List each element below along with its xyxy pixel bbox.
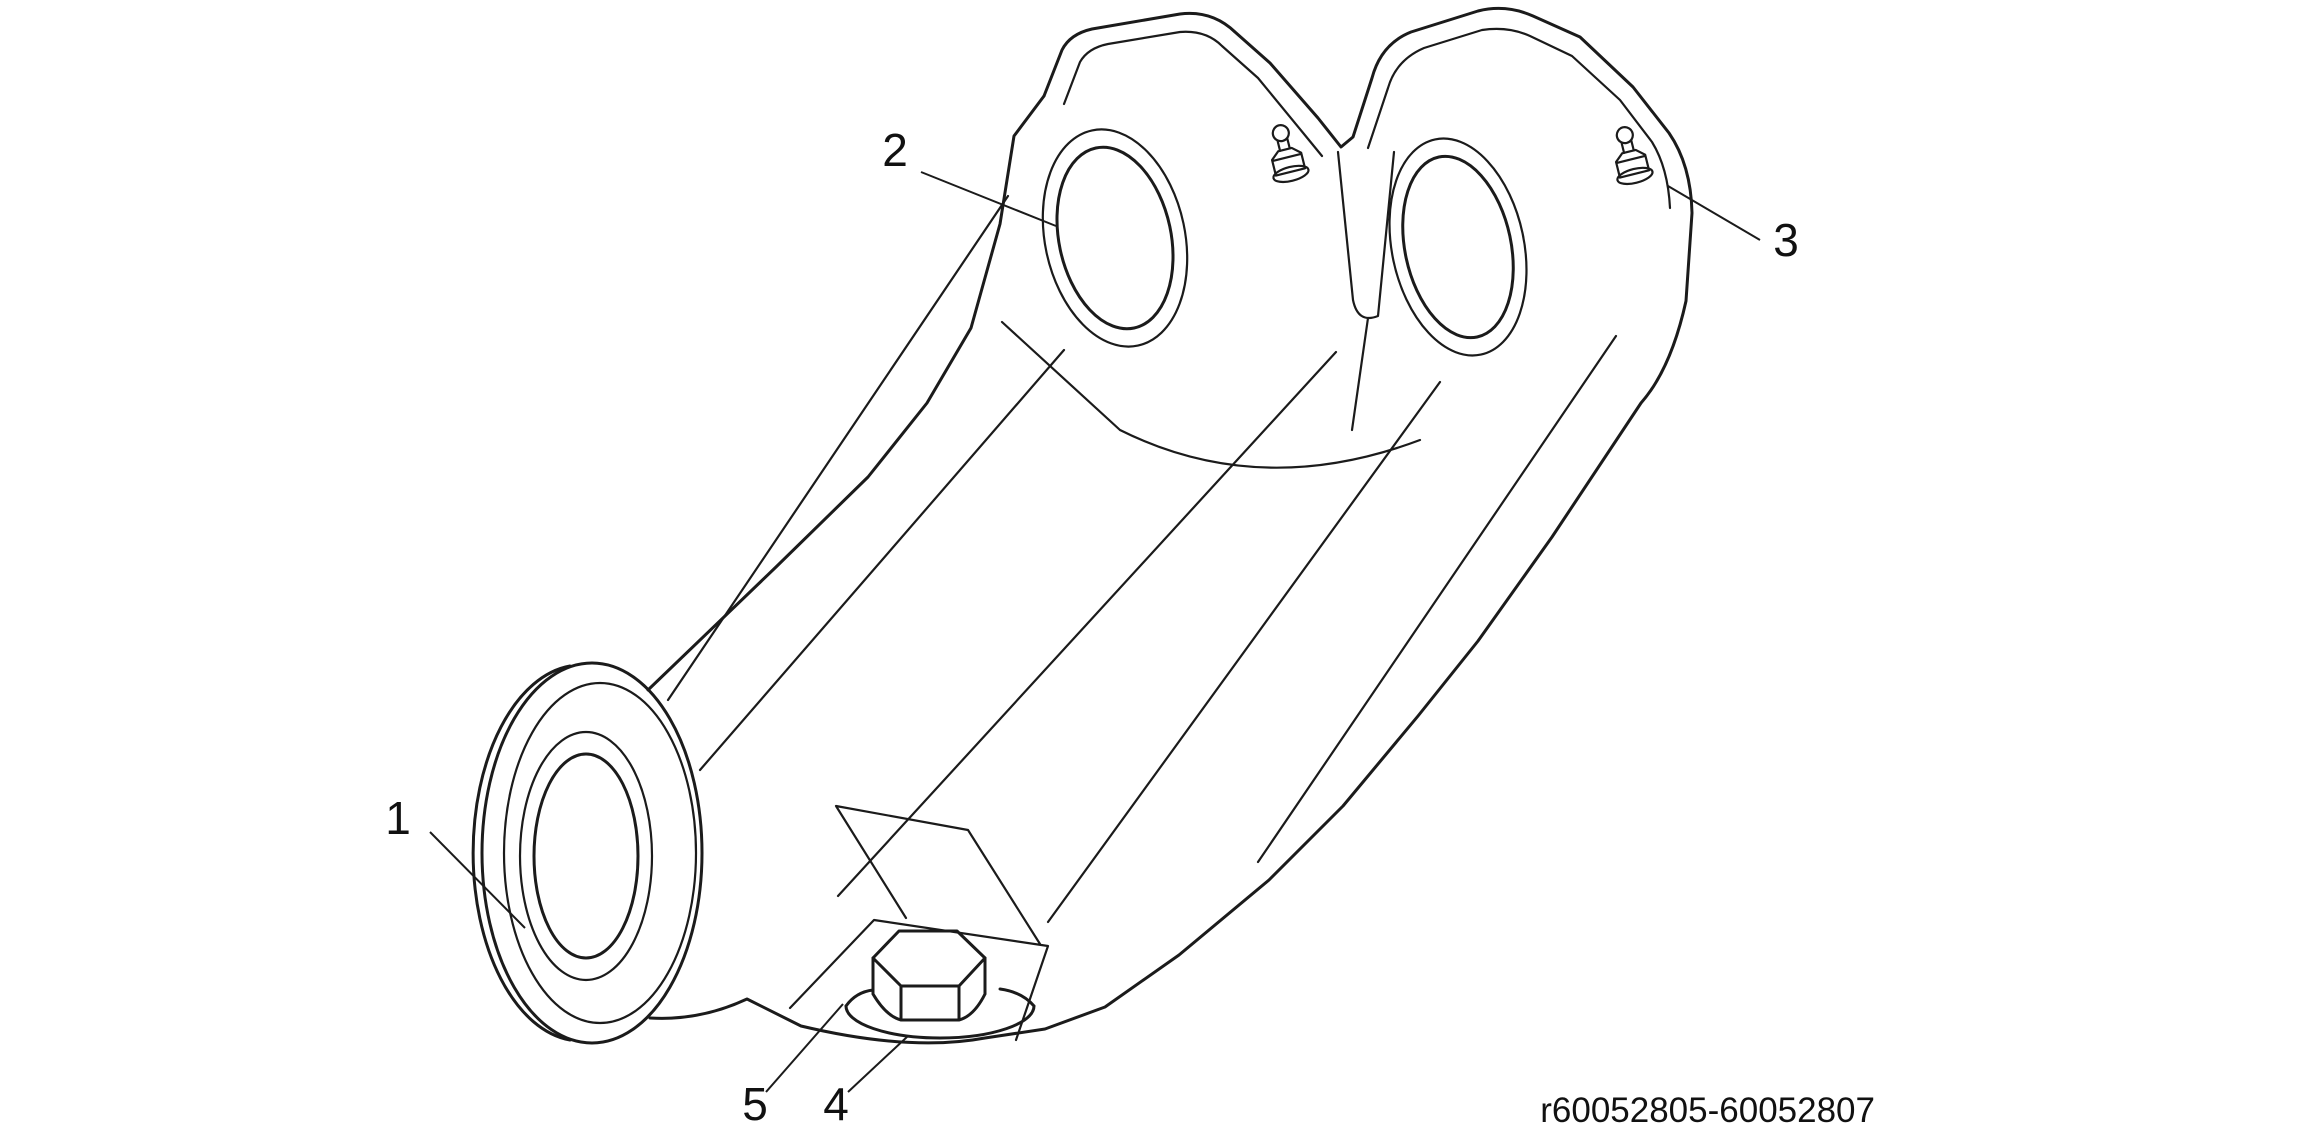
bracket-body	[646, 6, 1694, 1045]
callout-3-label: 3	[1773, 214, 1799, 266]
callout-2-leader	[920, 171, 1057, 227]
ear-inner-contours	[1062, 27, 1672, 210]
hex-bolt-head-top	[871, 929, 987, 988]
grease-fitting-base	[1616, 166, 1654, 186]
upper-left-bushing	[1041, 128, 1189, 348]
callout-1-leader	[429, 831, 526, 929]
grease-fitting-base	[1272, 164, 1310, 184]
upper-right-bushing	[1388, 137, 1528, 357]
grease-fitting-hex	[1614, 148, 1651, 179]
bracket-silhouette	[648, 6, 1694, 1045]
bolt-washer-flange	[844, 987, 1036, 1040]
grease-fitting-left	[1270, 124, 1310, 184]
upper-left-bore	[1055, 145, 1175, 331]
callout-leaders	[429, 171, 1761, 1093]
callout-1-label: 1	[385, 792, 411, 844]
grease-fitting-hex	[1270, 146, 1307, 177]
reference-code: r60052805-60052807	[1540, 1091, 1875, 1129]
upper-left-bore-chamfer	[1041, 128, 1189, 348]
lower-boss-face-rim	[502, 681, 698, 1025]
grease-fitting-nipple	[1271, 124, 1290, 143]
callout-5-leader	[765, 1003, 844, 1093]
upper-right-bore	[1401, 154, 1515, 340]
callout-5-label: 5	[742, 1078, 768, 1129]
callout-3-leader	[1667, 185, 1761, 241]
grease-fitting-stem	[1620, 139, 1635, 154]
callout-labels: 1 2 3 4 5	[385, 124, 1799, 1129]
lower-boss-back-rim	[471, 664, 572, 1042]
lower-bore-chamfer	[518, 730, 654, 982]
arm-facet-lines	[666, 194, 1618, 924]
upper-right-bore-chamfer	[1388, 137, 1528, 357]
callout-2-label: 2	[882, 124, 908, 176]
saddle-curves	[1000, 316, 1422, 469]
grease-fitting-nipple	[1615, 126, 1634, 145]
hex-bolt-head-sides	[871, 956, 987, 1022]
bolt-web-plate	[788, 804, 1050, 1042]
callout-4-leader	[847, 1035, 909, 1093]
arm-top-edge	[646, 94, 1046, 692]
ear-notch	[1336, 150, 1396, 320]
grease-fitting-right	[1614, 126, 1654, 186]
lower-bushing	[471, 661, 704, 1045]
lower-boss-outer-rim	[480, 661, 704, 1045]
hex-bolt	[844, 929, 1036, 1040]
grease-fitting-stem	[1276, 137, 1291, 152]
lower-bore	[532, 752, 640, 960]
callout-4-label: 4	[823, 1078, 849, 1129]
